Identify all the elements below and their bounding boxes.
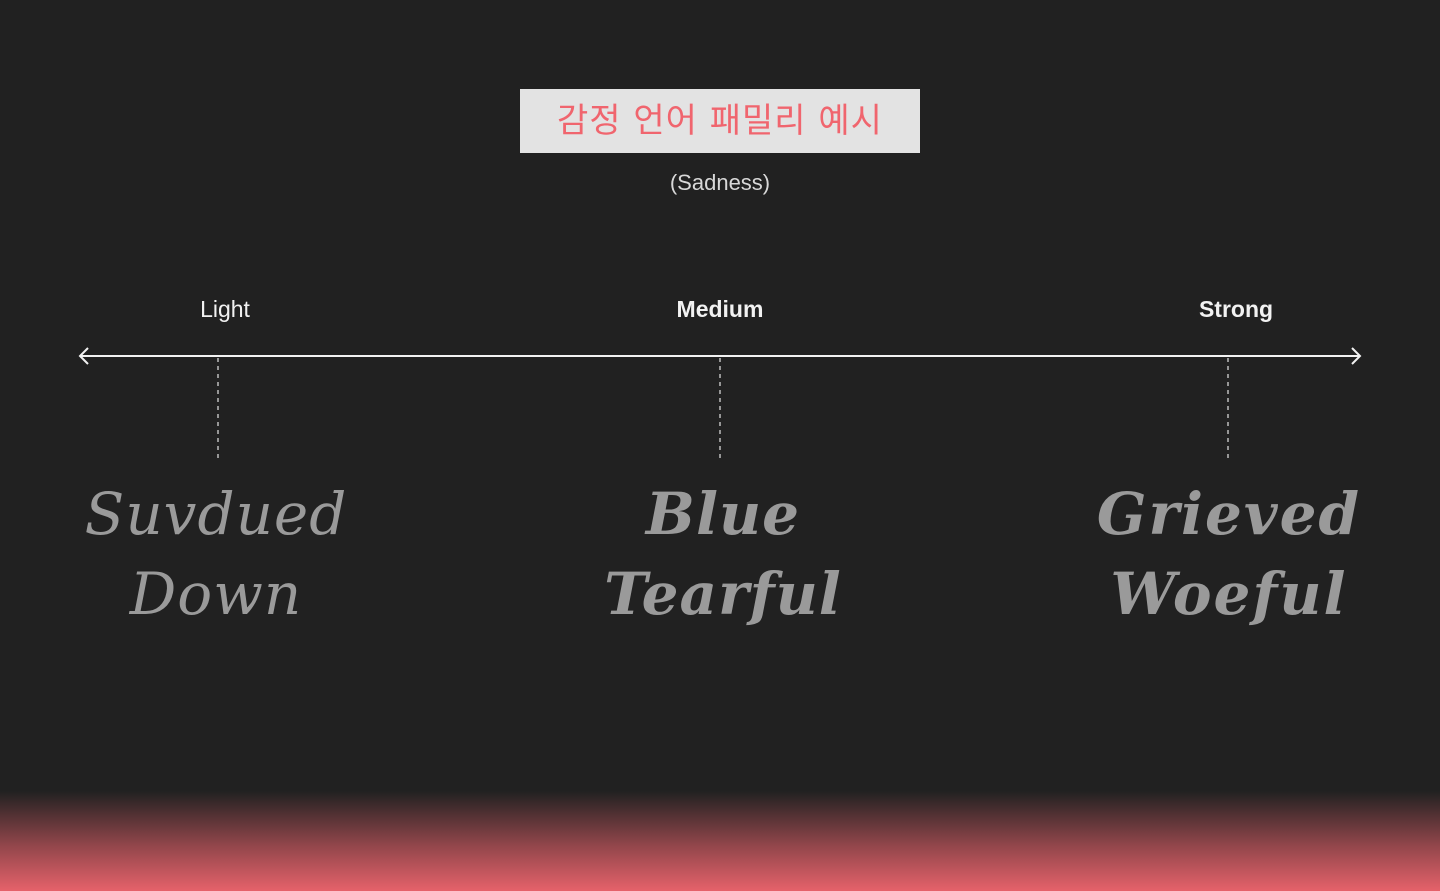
word-tearful: Tearful bbox=[604, 560, 842, 628]
level-label-light: Light bbox=[200, 296, 250, 322]
left-arrow-icon bbox=[78, 347, 89, 365]
title-box: 감정 언어 패밀리 예시 bbox=[520, 89, 920, 153]
level-label-strong: Strong bbox=[1198, 296, 1274, 322]
title: 감정 언어 패밀리 예시 bbox=[557, 101, 883, 141]
word-suvdued: Suvdued bbox=[84, 480, 348, 548]
word-blue: Blue bbox=[645, 480, 801, 548]
word-grieved: Grieved bbox=[1096, 480, 1362, 548]
word-down: Down bbox=[129, 560, 303, 628]
word-woeful: Woeful bbox=[1110, 560, 1348, 628]
subtitle: (Sadness) bbox=[669, 170, 771, 195]
words-strong: Grieved Woeful bbox=[1069, 474, 1389, 634]
words-medium: Blue Tearful bbox=[563, 474, 883, 634]
bottom-gradient bbox=[0, 791, 1440, 891]
right-arrow-icon bbox=[1351, 347, 1362, 365]
words-light: Suvdued Down bbox=[56, 474, 376, 634]
level-label-medium: Medium bbox=[676, 296, 764, 322]
